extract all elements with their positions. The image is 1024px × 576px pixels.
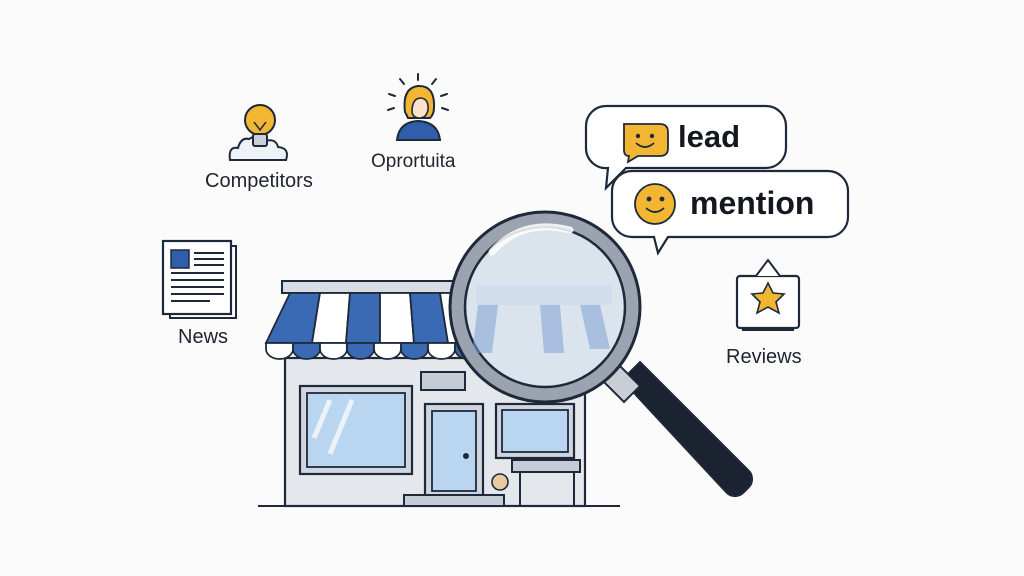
mention-bubble-text: mention [690, 185, 815, 221]
opportunities-label: Oprortuita [371, 151, 456, 172]
mention-bubble [610, 169, 850, 256]
newspaper-icon [161, 239, 237, 319]
news-label: News [178, 326, 229, 348]
smiley-icon [634, 183, 676, 225]
lightbulb-icon [228, 104, 288, 161]
lead-bubble-text: lead [678, 119, 741, 154]
competitors-label: Competitors [205, 170, 313, 192]
star-book-icon [735, 258, 801, 331]
lead-bubble [584, 104, 788, 191]
person-idea-icon [387, 73, 449, 141]
magnifying-glass-icon [448, 210, 754, 498]
smiley-icon [623, 123, 669, 164]
reviews-label: Reviews [726, 346, 802, 368]
